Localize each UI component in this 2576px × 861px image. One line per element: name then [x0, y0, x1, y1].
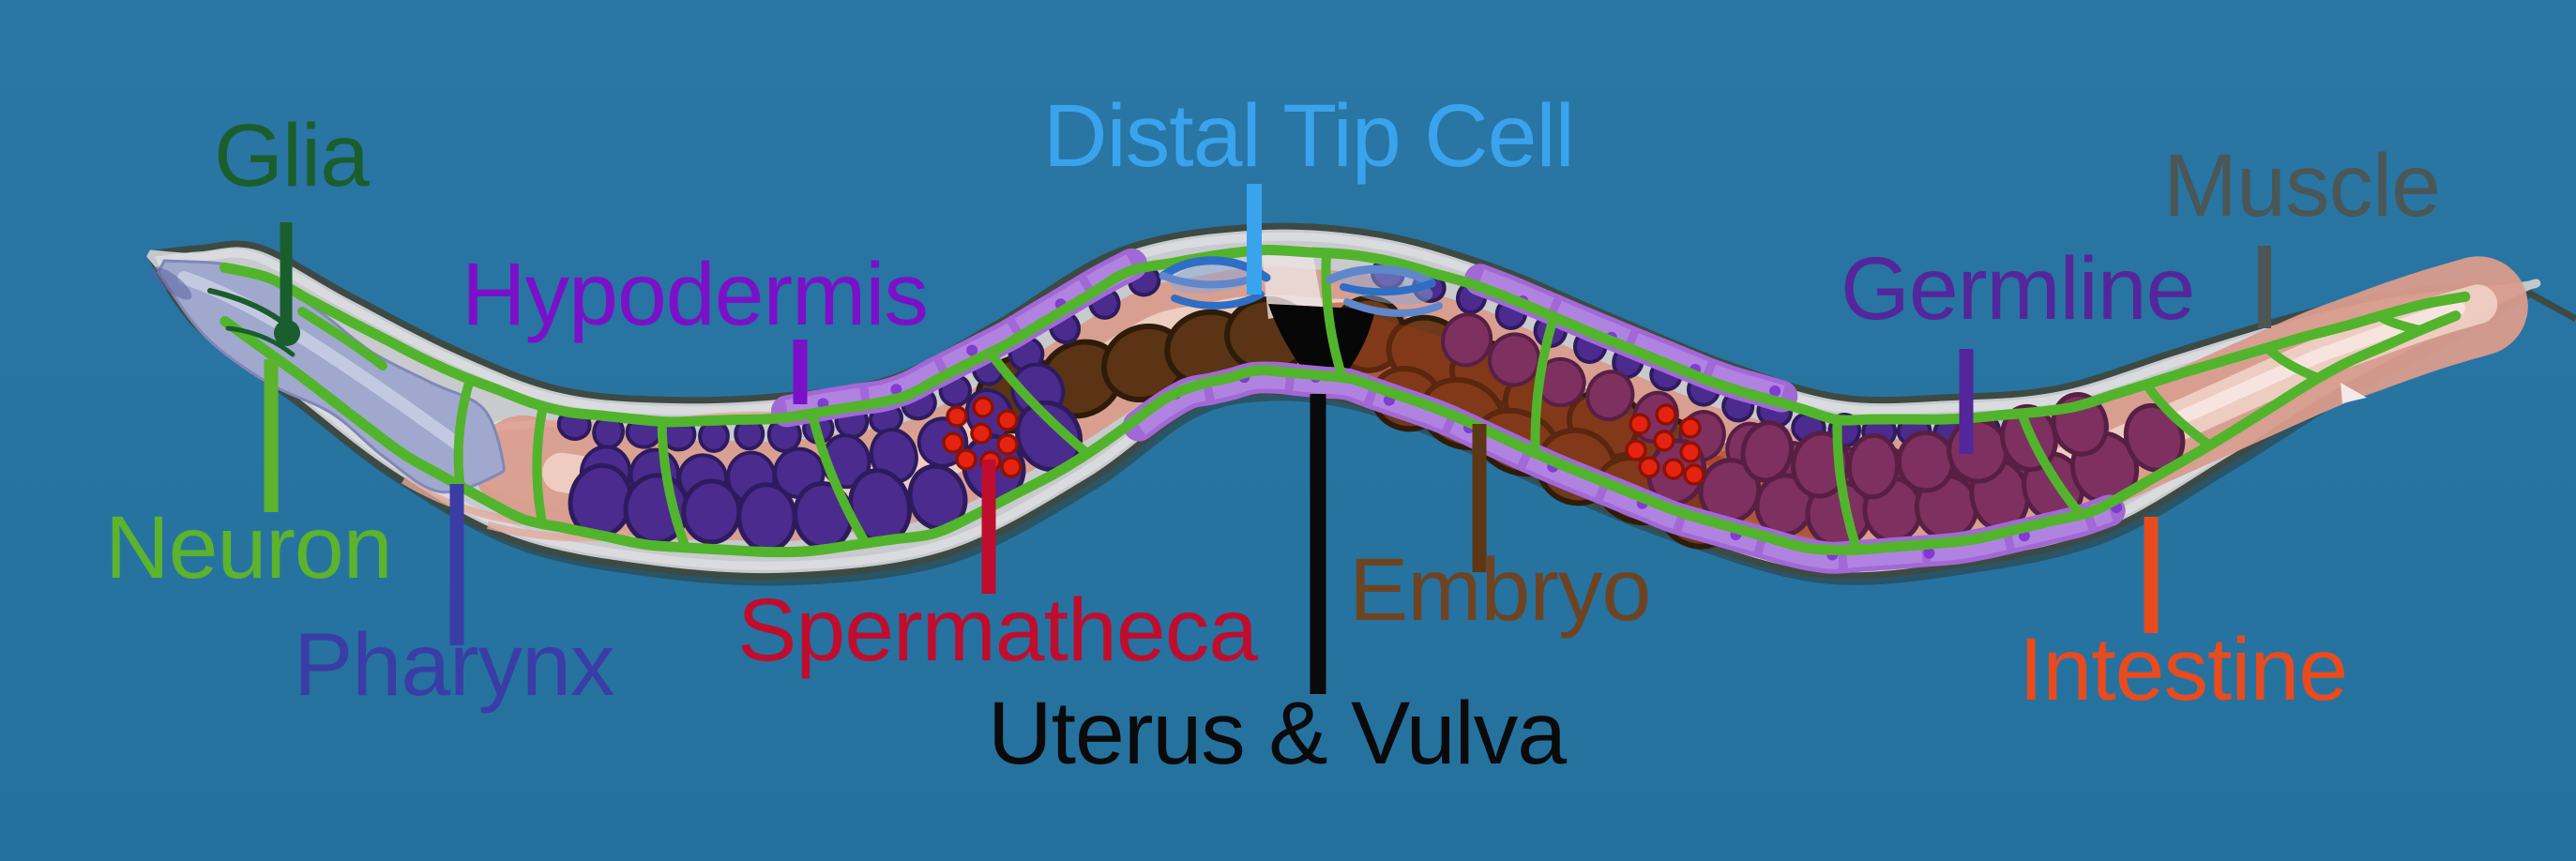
- commissure: [2263, 342, 2323, 384]
- mouth-shade: [151, 266, 192, 300]
- label-uterus-vulva: Uterus & Vulva: [988, 684, 1567, 783]
- sperm-dot: [1653, 430, 1675, 452]
- germ-cell-large: [681, 478, 742, 545]
- sperm-dot: [1629, 413, 1651, 435]
- commissure: [985, 347, 1093, 459]
- dtc-arm: [1171, 291, 1265, 310]
- oocyte-mid: [1585, 370, 1635, 422]
- sperm-dot: [996, 433, 1019, 456]
- commissure: [453, 374, 476, 491]
- ventral-cord: [220, 310, 2462, 558]
- label-pharynx: Pharynx: [294, 615, 615, 715]
- label-spermatheca: Spermatheca: [737, 581, 1258, 680]
- vulva-opening: [1268, 304, 1375, 398]
- uterus-vulva: [1262, 246, 1375, 398]
- uterus-sheath: [1262, 246, 1323, 319]
- hypodermis-bands: [771, 248, 2126, 574]
- hypodermis-band-ventral-cells: [1132, 366, 2114, 569]
- hypodermis-nucleus: [890, 384, 902, 396]
- label-hypodermis: Hypodermis: [462, 245, 929, 344]
- head-neuron: [297, 307, 387, 370]
- label-intestine: Intestine: [2019, 620, 2348, 719]
- label-distal-tip-cell: Distal Tip Cell: [1043, 86, 1575, 186]
- glia-leader-dot: [274, 320, 300, 346]
- leader-lines: [264, 184, 2271, 694]
- sperm-dot: [1679, 416, 1702, 439]
- sperm-dot: [996, 409, 1019, 431]
- tail-whisker: [2520, 285, 2576, 323]
- commissure: [2374, 311, 2426, 336]
- sperm-dot: [1679, 441, 1702, 463]
- sperm-dot: [1662, 458, 1685, 480]
- hypodermis-nucleus: [1769, 385, 1781, 397]
- commissure: [2017, 408, 2085, 520]
- sperm-dot: [970, 422, 993, 445]
- commissure: [1832, 415, 1862, 554]
- dorsal-cord: [220, 245, 2471, 428]
- dtc-arm: [1159, 272, 1257, 289]
- glia-process: [207, 288, 286, 325]
- label-germline: Germline: [1841, 239, 2195, 339]
- commissure: [532, 402, 548, 528]
- distal-tip-cells: [1159, 256, 1443, 317]
- hypodermis-band-dorsal2-cells: [1476, 269, 1785, 408]
- oocyte-large: [1846, 432, 1901, 500]
- commissure: [1530, 311, 1559, 459]
- sperm-dot: [955, 448, 977, 471]
- oocyte-large: [1896, 430, 1956, 493]
- commissure: [657, 417, 690, 552]
- commissure: [2142, 379, 2215, 450]
- anus: [2341, 383, 2367, 403]
- sperm-dot: [1638, 456, 1660, 478]
- spermatheca: [942, 396, 1705, 486]
- dtc-arm: [1340, 279, 1435, 296]
- commissure: [1321, 249, 1347, 383]
- label-muscle: Muscle: [2163, 136, 2441, 235]
- glia-process: [225, 325, 295, 357]
- dtc-arm: [1343, 298, 1443, 317]
- sperm-dot: [946, 405, 968, 428]
- label-neuron: Neuron: [105, 498, 393, 597]
- label-embryo: Embryo: [1349, 540, 1651, 640]
- sperm-dot: [972, 396, 994, 418]
- germ-cell-large: [736, 482, 797, 552]
- anus-region: [2341, 383, 2367, 403]
- oocyte-large: [1740, 420, 1795, 483]
- sperm-dot: [1683, 463, 1705, 486]
- sperm-dot: [1625, 439, 1647, 461]
- sperm-dot: [1655, 403, 1677, 426]
- hypodermis-nucleus: [1923, 547, 1935, 559]
- hypodermis-nucleus: [966, 344, 978, 356]
- dtc-right-body: [1340, 269, 1433, 305]
- dtc-arm: [1326, 264, 1436, 288]
- hypodermis-band-dorsal-cells: [785, 254, 1137, 423]
- label-glia: Glia: [214, 106, 370, 205]
- commissure: [807, 408, 871, 549]
- sperm-dot: [942, 431, 964, 454]
- nerve-cords: [220, 245, 2471, 558]
- glia: [207, 288, 295, 357]
- sperm-dot: [1000, 456, 1023, 478]
- oocyte-mid: [1441, 312, 1493, 368]
